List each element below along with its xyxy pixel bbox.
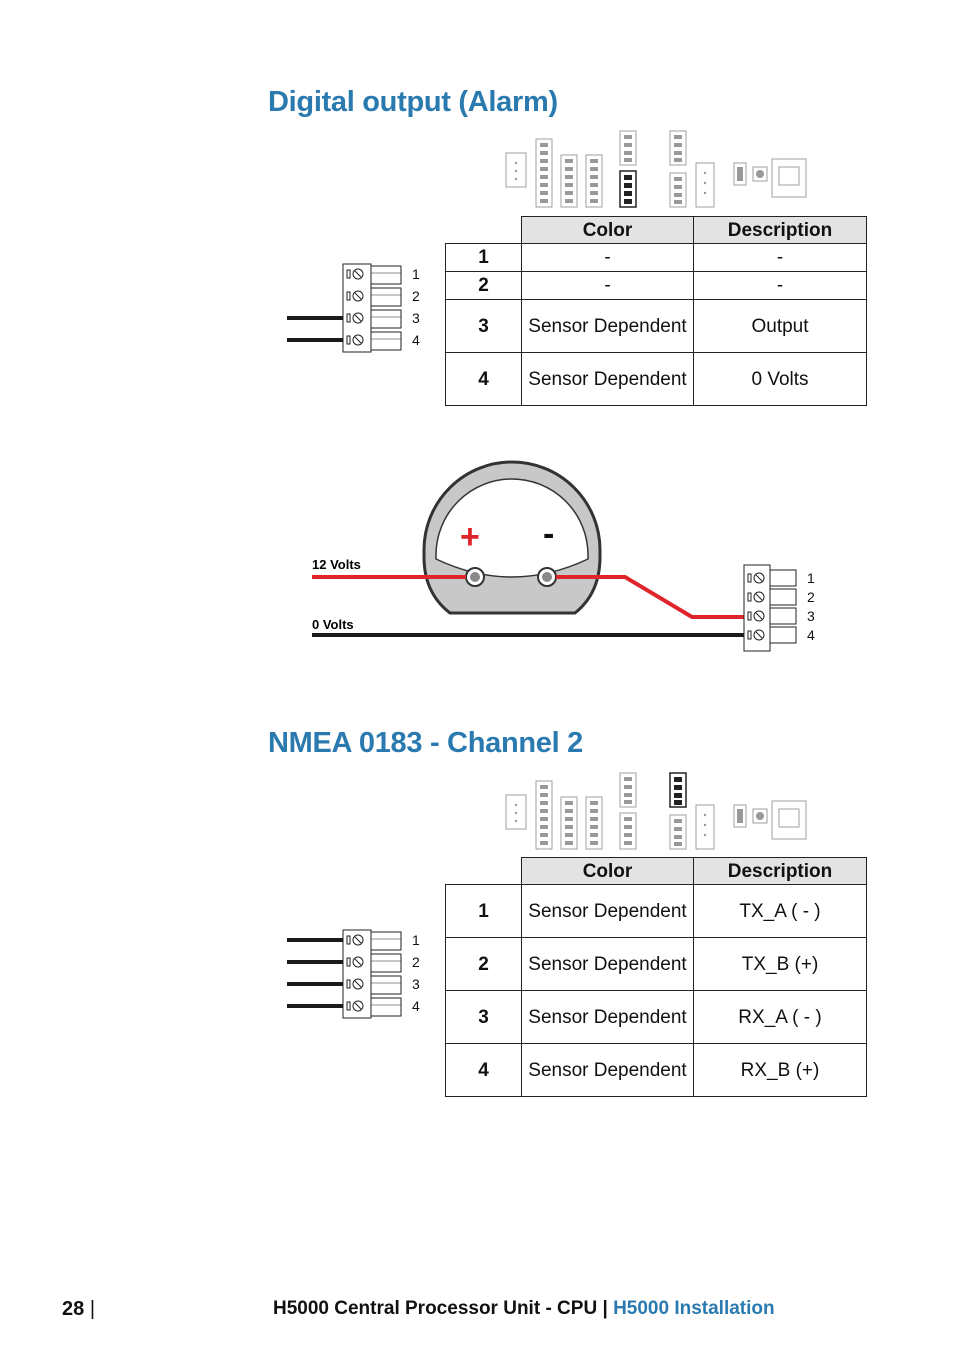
running-footer: H5000 Central Processor Unit - CPU | H50… — [273, 1298, 775, 1320]
pin-label: 1 — [807, 570, 815, 586]
page-number: 28 | — [62, 1298, 95, 1321]
table-row: 2 - - — [445, 271, 867, 300]
pin-label: 1 — [412, 266, 420, 282]
footer-doc-title: H5000 Central Processor Unit - CPU — [273, 1298, 598, 1319]
wire-color: Sensor Dependent — [521, 1043, 694, 1097]
terminal-block-connector-1: 1 2 3 4 — [287, 263, 420, 353]
pin-description: Output — [693, 299, 867, 353]
cpu-board-overview-diagram-2 — [505, 772, 807, 850]
pin-number: 1 — [445, 243, 522, 272]
footer-separator: | — [89, 1298, 96, 1320]
table-row: 4 Sensor Dependent RX_B (+) — [445, 1043, 867, 1097]
pin-description: RX_B (+) — [693, 1043, 867, 1097]
pin-number: 2 — [445, 937, 522, 991]
footer-separator: | — [602, 1298, 608, 1319]
section-title-nmea-0183: NMEA 0183 - Channel 2 — [268, 727, 583, 759]
pin-number: 1 — [445, 884, 522, 938]
pin-label: 4 — [807, 627, 815, 643]
wire-color: Sensor Dependent — [521, 884, 694, 938]
pin-description: RX_A ( - ) — [693, 990, 867, 1044]
terminal-block-connector-2: 1 2 3 4 — [287, 929, 420, 1019]
pin-label: 2 — [412, 954, 420, 970]
table-row: 2 Sensor Dependent TX_B (+) — [445, 937, 867, 991]
wire-color: Sensor Dependent — [521, 352, 694, 406]
alarm-wiring-diagram: + - 12 Volts 0 Volts 1 2 3 4 — [312, 460, 815, 652]
wire-color: Sensor Dependent — [521, 937, 694, 991]
pin-table-digital-output: Color Description 1 - - 2 - - 3 Sensor D… — [445, 216, 867, 406]
pin-description: TX_A ( - ) — [693, 884, 867, 938]
wire-color: - — [521, 243, 694, 272]
minus-symbol: - — [543, 515, 554, 553]
pin-number: 3 — [445, 299, 522, 353]
pin-label: 3 — [807, 608, 815, 624]
column-header-description: Description — [693, 857, 867, 885]
table-row: 3 Sensor Dependent RX_A ( - ) — [445, 990, 867, 1044]
table-row: 4 Sensor Dependent 0 Volts — [445, 352, 867, 406]
pin-label: 3 — [412, 310, 420, 326]
pin-label: 1 — [412, 932, 420, 948]
pin-description: 0 Volts — [693, 352, 867, 406]
footer-section-link[interactable]: H5000 Installation — [613, 1298, 775, 1319]
section-title-digital-output: Digital output (Alarm) — [268, 86, 558, 118]
plus-symbol: + — [460, 518, 480, 556]
pin-description: TX_B (+) — [693, 937, 867, 991]
table-row: 3 Sensor Dependent Output — [445, 299, 867, 353]
pin-label: 3 — [412, 976, 420, 992]
red-wire-output — [556, 575, 746, 619]
cpu-board-overview-diagram-1 — [505, 130, 807, 208]
voltage-label-0v: 0 Volts — [312, 617, 354, 632]
column-header-color: Color — [521, 857, 694, 885]
pin-label: 4 — [412, 998, 420, 1014]
table-row: 1 - - — [445, 243, 867, 272]
pin-number: 2 — [445, 271, 522, 300]
pin-label: 2 — [412, 288, 420, 304]
column-header-color: Color — [521, 216, 694, 244]
wire-color: - — [521, 271, 694, 300]
page-number-value: 28 — [62, 1298, 85, 1320]
wire-color: Sensor Dependent — [521, 299, 694, 353]
voltage-label-12v: 12 Volts — [312, 557, 361, 572]
pin-number: 4 — [445, 352, 522, 406]
column-header-description: Description — [693, 216, 867, 244]
pin-label: 4 — [412, 332, 420, 348]
wire-color: Sensor Dependent — [521, 990, 694, 1044]
pin-description: - — [693, 243, 867, 272]
pin-table-nmea-0183: Color Description 1 Sensor Dependent TX_… — [445, 857, 867, 1097]
table-row: 1 Sensor Dependent TX_A ( - ) — [445, 884, 867, 938]
pin-label: 2 — [807, 589, 815, 605]
pin-number: 4 — [445, 1043, 522, 1097]
pin-number: 3 — [445, 990, 522, 1044]
pin-description: - — [693, 271, 867, 300]
